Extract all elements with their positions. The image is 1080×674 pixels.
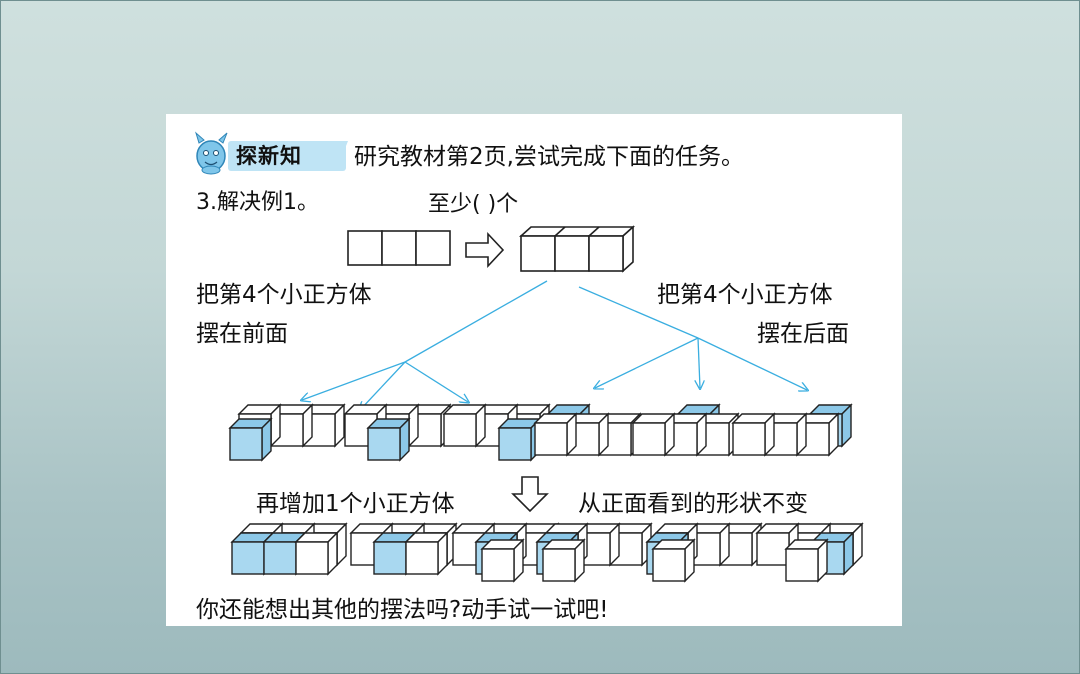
five-cube-arrangement — [535, 522, 653, 583]
cube — [731, 412, 776, 457]
left-branch-line1: 把第4个小正方体 — [196, 282, 372, 308]
step2-left-text: 再增加1个小正方体 — [256, 491, 455, 517]
cube — [442, 403, 487, 448]
cube — [686, 522, 731, 567]
cube — [631, 412, 676, 457]
right-branch-line1: 把第4个小正方体 — [657, 282, 833, 308]
problem-question: 至少( )个 — [428, 192, 519, 217]
cube-added — [294, 531, 339, 576]
section-badge-tail — [336, 141, 348, 171]
cube-added — [651, 538, 696, 583]
cube-highlight — [497, 417, 542, 462]
front-view-squares — [347, 230, 451, 266]
cube-added — [404, 531, 449, 576]
back-arrangement — [731, 403, 853, 457]
arrangement-row-2 — [230, 522, 864, 583]
step2-right-text: 从正面看到的形状不变 — [578, 491, 808, 517]
five-cube-arrangement — [755, 522, 864, 583]
cube-highlight — [228, 417, 273, 462]
left-branch-line2: 摆在前面 — [196, 321, 288, 347]
front-arrangement — [343, 403, 452, 462]
cube-added — [480, 538, 525, 583]
cube — [533, 412, 578, 457]
five-cube-arrangement — [230, 522, 348, 576]
dragon-mascot-icon — [195, 131, 228, 175]
header-instruction: 研究教材第2页,尝试完成下面的任务。 — [354, 144, 744, 170]
front-arrangement — [442, 403, 551, 462]
hollow-down-arrow-icon — [511, 476, 549, 513]
three-cube-row — [518, 225, 636, 273]
right-branch-line2: 摆在后面 — [757, 321, 849, 347]
cube-added — [541, 538, 586, 583]
section-badge: 探新知 — [228, 141, 346, 171]
hollow-right-arrow-icon — [465, 231, 505, 269]
problem-label: 3.解决例1。 — [196, 190, 319, 215]
five-cube-arrangement — [349, 522, 458, 576]
arrangement-row-1 — [228, 403, 853, 462]
front-arrangement — [228, 403, 346, 462]
back-arrangement — [533, 403, 642, 457]
five-cube-arrangement — [645, 522, 763, 583]
cube — [663, 412, 708, 457]
back-arrangement — [631, 403, 740, 457]
footer-prompt: 你还能想出其他的摆法吗?动手试一试吧! — [196, 597, 609, 623]
cube — [301, 403, 346, 448]
cube-added — [784, 538, 829, 583]
cube — [576, 522, 621, 567]
branch-lines — [302, 280, 807, 410]
cube-highlight — [366, 417, 411, 462]
